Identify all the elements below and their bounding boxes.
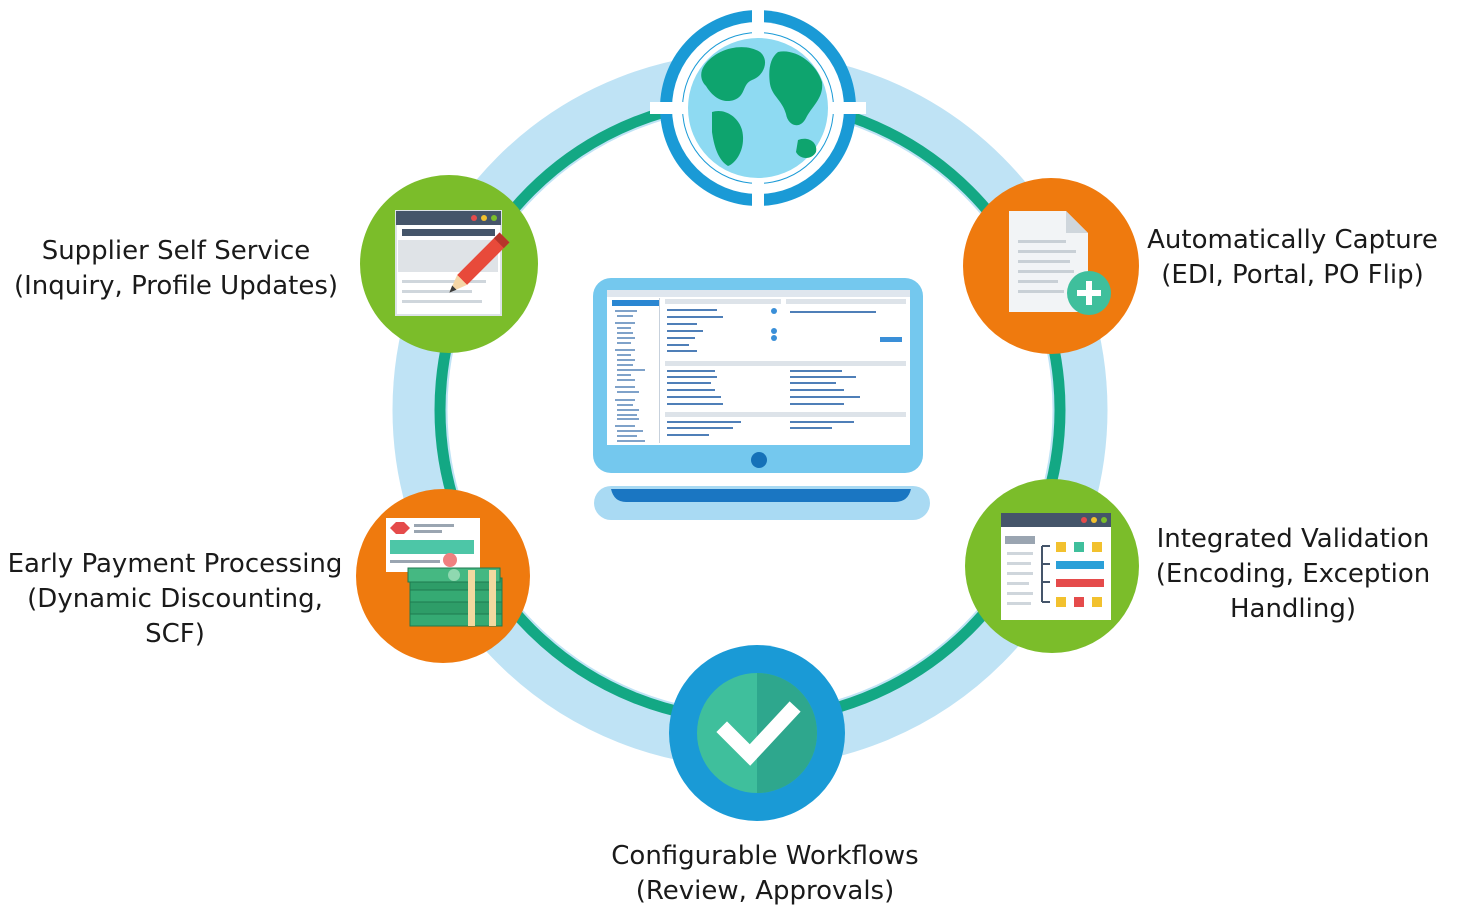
early-detail-2: SCF) <box>145 619 205 649</box>
supplier-self-service-node <box>360 175 538 353</box>
supplier-self-service-label: Supplier Self Service (Inquiry, Profile … <box>0 234 352 304</box>
cash-payment-icon <box>386 518 503 627</box>
checkmark-icon <box>697 673 817 793</box>
configurable-workflows-label: Configurable Workflows (Review, Approval… <box>560 839 970 909</box>
automatically-capture-node <box>963 178 1139 354</box>
integrated-validation-node <box>965 479 1139 653</box>
capture-title: Automatically Capture <box>1147 225 1438 255</box>
globe-icon <box>688 38 828 178</box>
document-add-icon <box>1009 211 1111 315</box>
early-payment-label: Early Payment Processing (Dynamic Discou… <box>0 547 350 652</box>
globe-node <box>650 0 866 216</box>
laptop-icon <box>593 278 930 520</box>
workflows-title: Configurable Workflows <box>611 841 919 871</box>
capture-detail: (EDI, Portal, PO Flip) <box>1161 260 1424 290</box>
validation-detail-1: (Encoding, Exception <box>1155 559 1431 589</box>
automatically-capture-label: Automatically Capture (EDI, Portal, PO F… <box>1135 223 1450 293</box>
validation-board-icon <box>1001 513 1111 620</box>
integrated-validation-label: Integrated Validation (Encoding, Excepti… <box>1148 522 1438 627</box>
browser-pencil-icon <box>395 210 510 316</box>
configurable-workflows-node <box>669 645 845 821</box>
supplier-title: Supplier Self Service <box>41 236 311 266</box>
early-payment-node <box>356 489 530 663</box>
early-title: Early Payment Processing <box>7 549 343 579</box>
validation-title: Integrated Validation <box>1156 524 1430 554</box>
supplier-detail: (Inquiry, Profile Updates) <box>13 271 339 301</box>
validation-detail-2: Handling) <box>1229 594 1357 624</box>
workflows-detail: (Review, Approvals) <box>635 876 895 906</box>
early-detail-1: (Dynamic Discounting, <box>27 584 323 614</box>
